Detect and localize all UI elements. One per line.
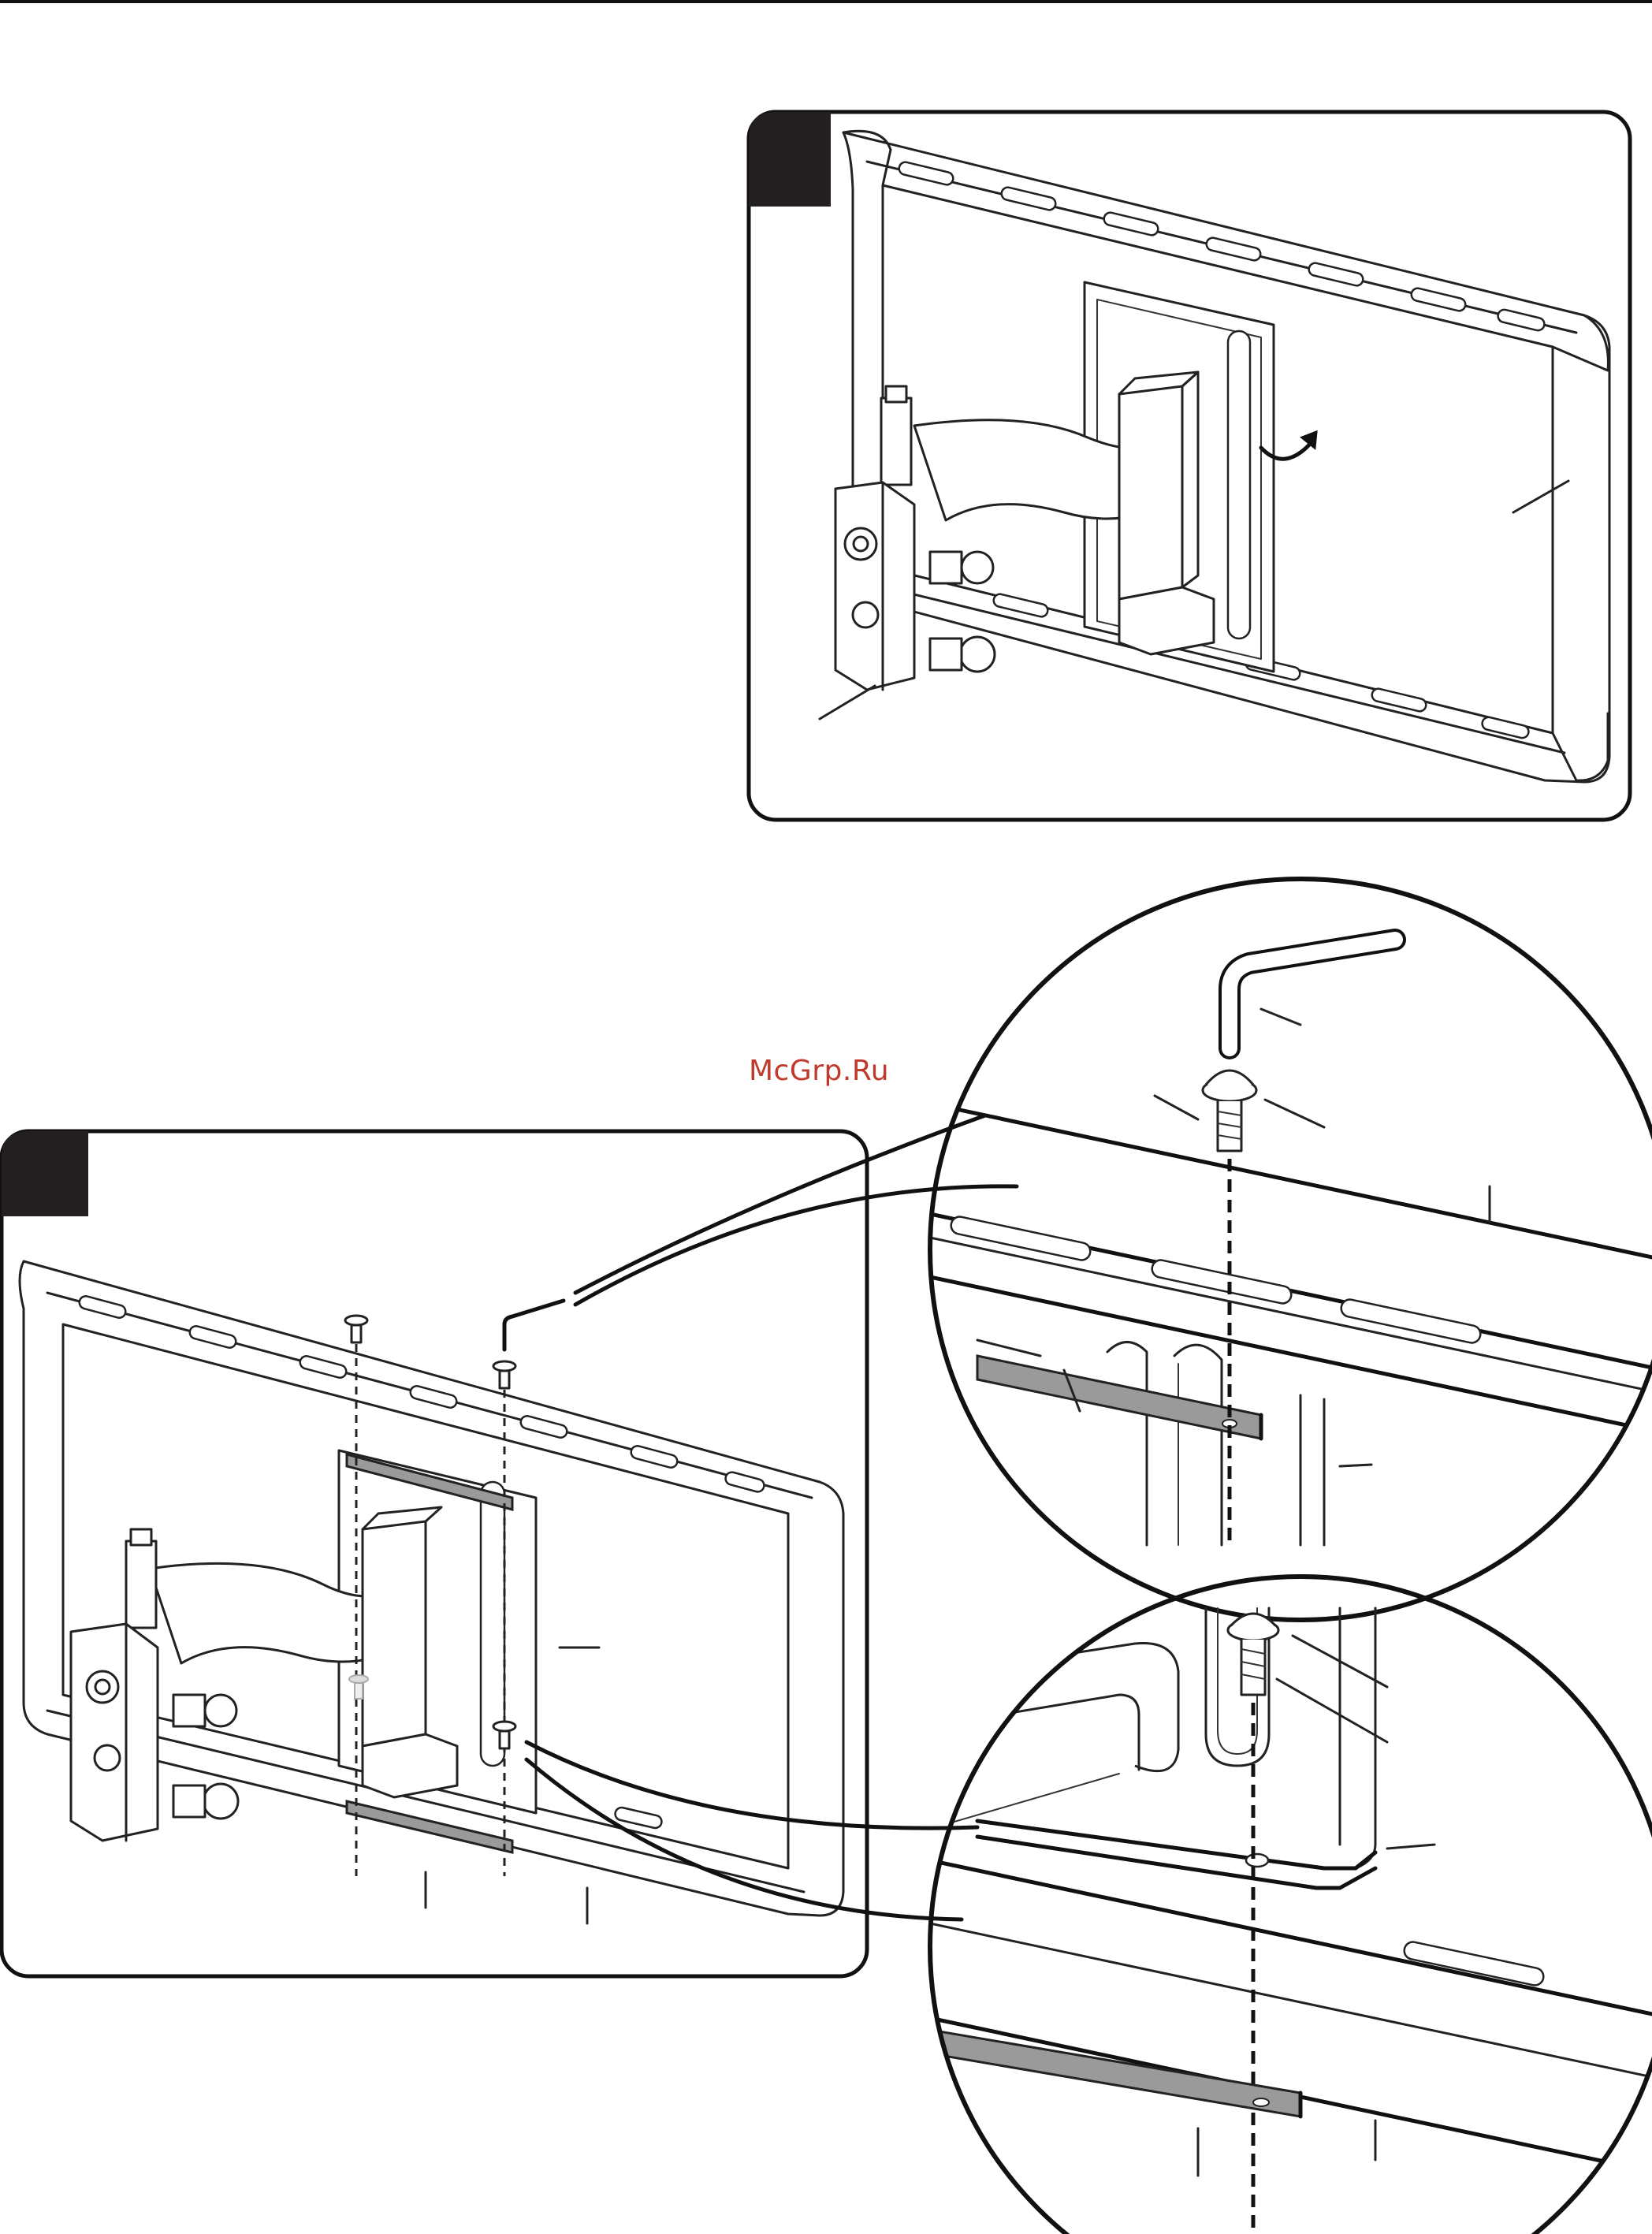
watermark-text: McGrp.Ru bbox=[749, 1055, 889, 1087]
hex-key-icon bbox=[504, 1301, 564, 1350]
knob-icon bbox=[962, 552, 993, 583]
step-number-tab-bottom bbox=[2, 1131, 88, 1216]
step-panel-bottom bbox=[2, 1131, 867, 1976]
screw-icon bbox=[345, 1316, 367, 1325]
knob-icon bbox=[960, 637, 995, 672]
knob-icon bbox=[203, 1784, 238, 1819]
leader-line bbox=[820, 686, 875, 719]
callout-connector bbox=[575, 1115, 985, 1293]
callout-connector bbox=[575, 1186, 1017, 1305]
screw-icon bbox=[493, 1361, 515, 1371]
detail-circle-screw-bar bbox=[930, 1577, 1652, 2234]
screw-icon bbox=[493, 1722, 515, 1731]
detail-circle-hex-key-screw bbox=[930, 879, 1652, 1620]
step-panel-top bbox=[749, 112, 1630, 820]
step-number-tab-top bbox=[749, 112, 831, 207]
knob-icon bbox=[205, 1695, 236, 1726]
adapter-slot-top bbox=[1228, 331, 1250, 639]
